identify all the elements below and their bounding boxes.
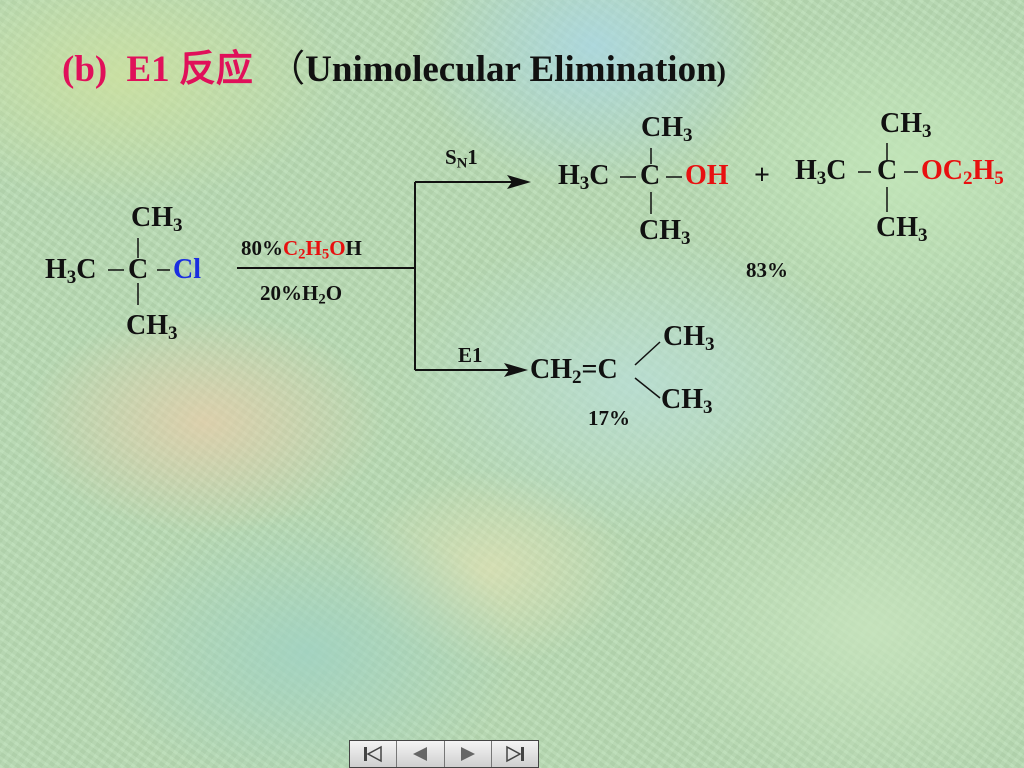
plus-sign: +: [754, 160, 770, 191]
reactant-central-carbon: C: [128, 254, 149, 285]
ether-central-carbon: C: [877, 155, 898, 186]
alkene-main-chain: CH2=C: [530, 354, 618, 388]
ether-ethoxy-group: OC2H5: [921, 155, 1004, 189]
alcohol-hydroxyl: OH: [685, 160, 729, 191]
first-slide-icon: [364, 745, 382, 763]
last-slide-icon: [506, 745, 524, 763]
reactant-top-methyl: CH3: [131, 202, 183, 236]
alcohol-central-carbon: C: [640, 160, 661, 191]
next-slide-icon: [460, 747, 475, 761]
alcohol-bottom-methyl: CH3: [639, 215, 691, 249]
e1-label: E1: [458, 343, 483, 367]
ether-left-methyl: H3C: [795, 155, 847, 189]
sn1-arrow-head: [507, 175, 531, 189]
elimination-yield: 17%: [588, 406, 630, 430]
slide-title: (b) E1 反应 （Unimolecular Elimination): [62, 38, 726, 92]
ether-bottom-methyl: CH3: [876, 212, 928, 246]
title-reaction-name: E1 反应: [126, 49, 253, 90]
alkene-upper-bond: [634, 341, 661, 366]
alcohol-left-methyl: H3C: [558, 160, 610, 194]
ether-top-methyl: CH3: [880, 108, 932, 142]
previous-slide-button[interactable]: [397, 741, 445, 767]
alkene-bottom-methyl: CH3: [661, 384, 713, 418]
solvent-ethanol: 80%C2H5OH: [241, 236, 362, 263]
substitution-yield: 83%: [746, 258, 788, 282]
title-close-paren: ): [716, 57, 726, 88]
title-english: Unimolecular Elimination: [305, 49, 717, 90]
last-slide-button[interactable]: [491, 741, 538, 767]
first-slide-button[interactable]: [350, 741, 398, 767]
title-label: (b): [62, 49, 108, 90]
title-open-paren: （: [268, 49, 306, 90]
alkene-top-methyl: CH3: [663, 321, 715, 355]
alkene-lower-bond: [634, 377, 661, 399]
previous-slide-icon: [413, 747, 428, 761]
slide-navigation-bar: [349, 740, 539, 768]
sn1-label: SN1: [445, 145, 478, 172]
solvent-water: 20%H2O: [260, 281, 343, 308]
next-slide-button[interactable]: [444, 741, 492, 767]
alcohol-top-methyl: CH3: [641, 112, 693, 146]
reactant-bottom-methyl: CH3: [126, 310, 178, 344]
reactant-left-methyl: H3C: [45, 254, 97, 288]
e1-arrow-head: [504, 363, 528, 377]
reactant-chlorine: Cl: [173, 254, 201, 285]
